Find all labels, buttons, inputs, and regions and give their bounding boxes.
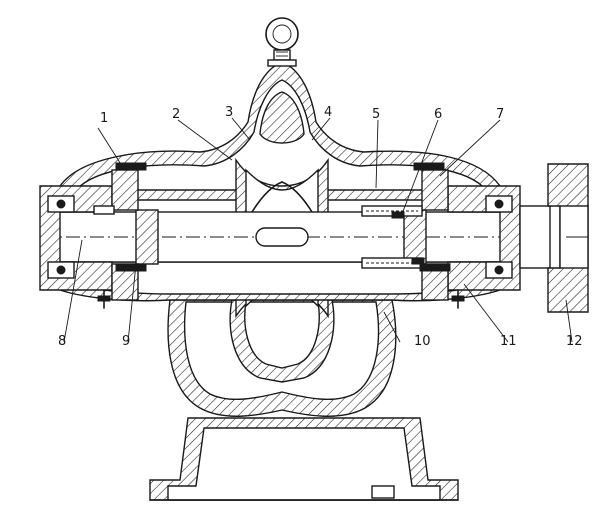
callout-4: 4 (324, 105, 332, 120)
callout-7: 7 (496, 107, 504, 122)
callout-10: 10 (414, 334, 431, 349)
coupling (519, 163, 589, 313)
callout-8: 8 (58, 334, 66, 349)
callout-11: 11 (500, 334, 517, 349)
callout-labels: 1 2 3 4 5 6 7 8 9 10 11 12 (58, 105, 583, 349)
callout-1: 1 (100, 111, 108, 126)
volute-casing (167, 299, 397, 417)
callout-leaders (63, 117, 573, 343)
callout-2: 2 (172, 107, 180, 122)
callout-3: 3 (225, 105, 233, 120)
callout-6: 6 (434, 107, 442, 122)
lifting-eye (265, 17, 299, 67)
left-bearing-housing (39, 162, 147, 309)
upper-casing (59, 61, 501, 201)
callout-5: 5 (372, 107, 380, 122)
right-bearing-housing (361, 162, 521, 309)
pump-shaft (41, 209, 530, 265)
callout-12: 12 (566, 334, 583, 349)
pump-base (149, 417, 459, 501)
callout-9: 9 (122, 334, 130, 349)
